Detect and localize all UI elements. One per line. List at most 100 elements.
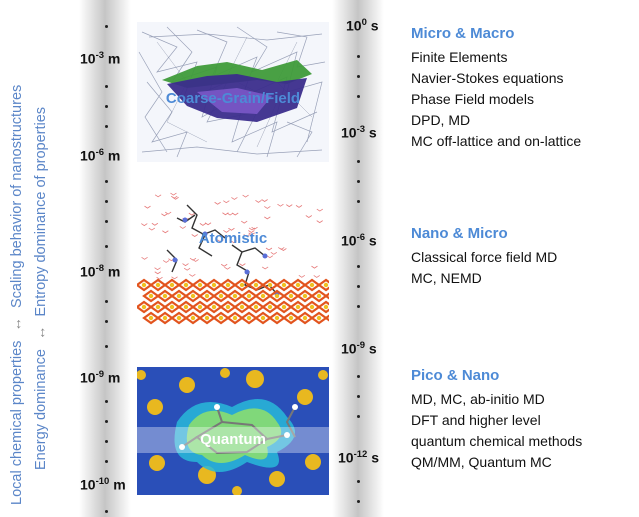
length-exponent: -8 (95, 263, 105, 274)
scale-dot (357, 265, 360, 268)
time-scale-column (332, 0, 384, 517)
atomistic-image (137, 192, 329, 325)
time-base: 10 (341, 124, 357, 141)
time-scale-4: 10-9 s (341, 340, 377, 357)
list-item: Navier-Stokes equations (411, 70, 564, 86)
section-title-micro-macro: Micro & Macro (411, 25, 515, 42)
double-arrow-icon: ↔ (9, 317, 25, 332)
coarse-grain-label: Coarse-Grain/Field (165, 90, 301, 107)
section-title-pico-nano: Pico & Nano (411, 367, 500, 384)
list-item: Finite Elements (411, 49, 508, 65)
list-item: QM/MM, Quantum MC (411, 454, 552, 470)
scale-dot (105, 320, 108, 323)
scale-dot (105, 220, 108, 223)
scale-dot (357, 200, 360, 203)
quantum-image (137, 368, 329, 495)
length-unit: m (107, 263, 121, 280)
scale-dot (105, 400, 108, 403)
length-unit: m (107, 147, 121, 164)
time-exponent: -6 (356, 232, 366, 243)
length-scale-1: 10-3 m (80, 50, 120, 67)
section-title-nano-micro: Nano & Micro (411, 225, 508, 242)
scale-dot (105, 85, 108, 88)
scale-dot (105, 245, 108, 248)
scale-dot (105, 420, 108, 423)
quantum-label: Quantum (200, 431, 266, 448)
length-scale-3: 10-8 m (80, 263, 120, 280)
list-item: MC, NEMD (411, 270, 482, 286)
length-base: 10 (80, 263, 96, 280)
scale-dot (105, 345, 108, 348)
scale-dot (105, 25, 108, 28)
length-unit: m (113, 476, 126, 493)
list-item: DPD, MD (411, 112, 471, 128)
left-label-bottom-1-text: Local chemical properties (9, 340, 25, 505)
left-label-top-2-text: Entropy dominance of properties (33, 106, 49, 317)
scale-dot (357, 480, 360, 483)
scale-dot (105, 105, 108, 108)
atomistic-panel: Atomistic (137, 190, 329, 328)
time-base: 10 (338, 449, 354, 466)
scale-dot (357, 95, 360, 98)
scale-dot (357, 395, 360, 398)
quantum-panel: Quantum (137, 367, 329, 495)
length-exponent: -9 (95, 369, 105, 380)
scale-dot (357, 55, 360, 58)
list-item: MD, MC, ab-initio MD (411, 391, 545, 407)
left-label-bottom-2-text: Energy dominance (33, 349, 49, 470)
list-item: DFT and higher level (411, 412, 541, 428)
length-scale-5: 10-10 m (80, 476, 126, 493)
scale-dot (357, 180, 360, 183)
scale-dot (357, 305, 360, 308)
scale-dot (357, 160, 360, 163)
scale-dot (105, 200, 108, 203)
time-scale-3: 10-6 s (341, 232, 377, 249)
list-item: quantum chemical methods (411, 433, 583, 449)
time-unit: s (368, 124, 377, 141)
time-unit: s (370, 17, 379, 34)
time-exponent: -12 (353, 449, 368, 460)
double-arrow-icon: ↔ (33, 325, 49, 341)
time-unit: s (368, 232, 377, 249)
time-base: 10 (341, 232, 357, 249)
time-exponent: -9 (356, 340, 366, 351)
list-item: Phase Field models (411, 91, 534, 107)
length-exponent: -3 (95, 50, 105, 61)
length-unit: m (107, 50, 121, 67)
left-label-local-chemical: Local chemical properties ↔ Scaling beha… (9, 85, 25, 505)
length-scale-4: 10-9 m (80, 369, 120, 386)
length-base: 10 (80, 50, 96, 67)
list-item: Classical force field MD (411, 249, 558, 265)
left-label-energy: Energy dominance ↔ Entropy dominance of … (33, 107, 49, 470)
time-scale-1: 100 s (346, 17, 379, 34)
time-exponent: -3 (356, 124, 366, 135)
scale-dot (357, 75, 360, 78)
coarse-grain-panel: Coarse-Grain/Field (137, 22, 329, 162)
time-unit: s (368, 340, 377, 357)
scale-dot (357, 415, 360, 418)
time-base: 10 (346, 17, 362, 34)
time-scale-5: 10-12 s (338, 449, 379, 466)
scale-dot (357, 500, 360, 503)
length-scale-2: 10-6 m (80, 147, 120, 164)
length-base: 10 (80, 476, 96, 493)
left-label-top-1-text: Scaling behavior of nanostructures (9, 84, 25, 309)
scale-dot (105, 460, 108, 463)
time-unit: s (371, 449, 379, 466)
length-unit: m (107, 369, 121, 386)
length-exponent: -10 (95, 476, 110, 487)
scale-dot (105, 440, 108, 443)
length-exponent: -6 (95, 147, 105, 158)
scale-dot (105, 510, 108, 513)
scale-dot (105, 300, 108, 303)
scale-dot (357, 285, 360, 288)
length-base: 10 (80, 369, 96, 386)
time-exponent: 0 (361, 17, 367, 28)
time-scale-2: 10-3 s (341, 124, 377, 141)
time-base: 10 (341, 340, 357, 357)
scale-dot (105, 180, 108, 183)
coarse-grain-image (138, 26, 326, 158)
list-item: MC off-lattice and on-lattice (411, 133, 582, 149)
scale-dot (105, 125, 108, 128)
scale-dot (357, 375, 360, 378)
